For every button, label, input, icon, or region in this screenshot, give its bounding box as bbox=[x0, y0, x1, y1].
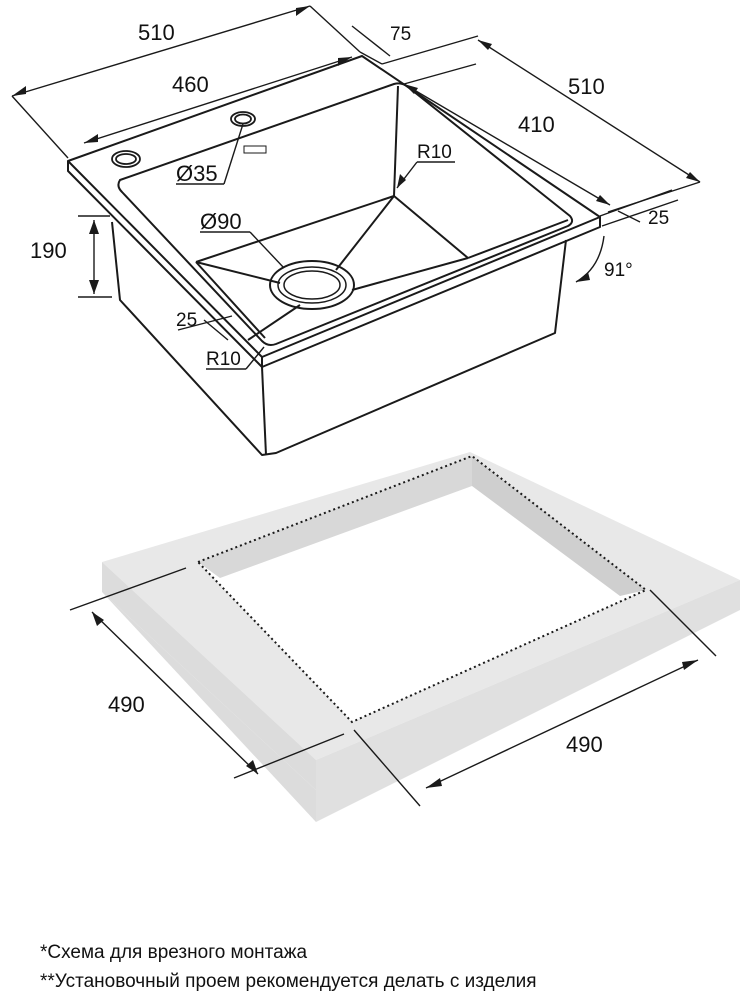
bowl-depth-label: 410 bbox=[518, 112, 555, 137]
dimension-lines bbox=[11, 5, 701, 370]
dimension-arrows bbox=[12, 6, 700, 294]
rim-back-label: 75 bbox=[390, 24, 411, 45]
notes: *Схема для врезного монтажа **Установочн… bbox=[40, 938, 537, 996]
corner-radius-label: R10 bbox=[206, 349, 241, 370]
bowl-height-label: 190 bbox=[30, 238, 67, 263]
brand-logo-icon bbox=[243, 145, 267, 154]
note-cutout: **Установочный проем рекомендуется делат… bbox=[40, 971, 537, 992]
tap-hole-label: Ø35 bbox=[176, 161, 218, 186]
overall-depth-label: 510 bbox=[568, 74, 605, 99]
drain-icon bbox=[269, 260, 355, 310]
cutout-width-label: 490 bbox=[566, 732, 603, 757]
wall-angle-label: 91° bbox=[604, 260, 633, 281]
sink-body bbox=[67, 55, 601, 456]
note-mounting: *Схема для врезного монтажа bbox=[40, 942, 308, 963]
rim-side-label: 25 bbox=[648, 208, 669, 229]
rim-front-label: 25 bbox=[176, 310, 197, 331]
bowl-width-label: 460 bbox=[172, 72, 209, 97]
cutout-dimension-arrows bbox=[92, 612, 698, 788]
inner-radius-label: R10 bbox=[417, 142, 452, 163]
cutout-dimension-lines bbox=[69, 567, 717, 807]
overall-width-label: 510 bbox=[138, 20, 175, 45]
drain-label: Ø90 bbox=[200, 209, 242, 234]
countertop bbox=[102, 452, 740, 822]
cutout-depth-label: 490 bbox=[108, 692, 145, 717]
